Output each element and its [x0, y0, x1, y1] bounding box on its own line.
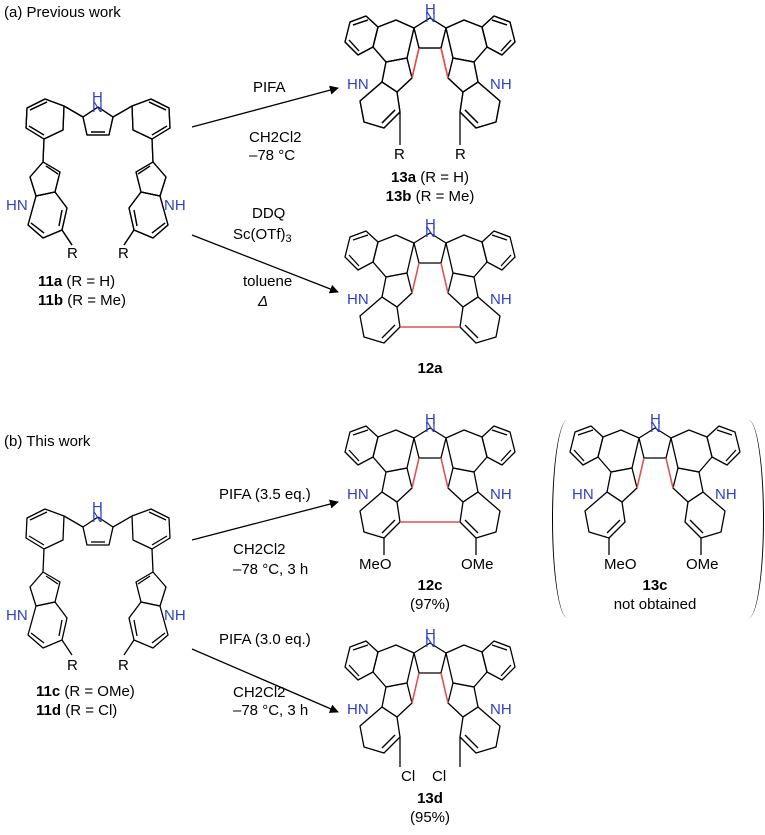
- p13d-cl-left: Cl: [401, 768, 416, 785]
- p12c-yield: (97%): [409, 596, 451, 613]
- p13c-pyrrole-h: H: [650, 411, 661, 428]
- reaction-arrow-2: [191, 234, 339, 294]
- p12a-label: 12a: [417, 360, 443, 377]
- r2-reagent2: Sc(OTf)3: [233, 226, 292, 245]
- r1-conditions: –78 °C: [249, 147, 296, 164]
- p12c-pyrrole-n: N: [425, 419, 436, 436]
- reaction-arrow-1: [191, 85, 339, 128]
- r3-reagent: PIFA (3.5 eq.): [219, 486, 311, 503]
- p13ab-pyrrole-h: H: [425, 1, 436, 18]
- p13c-ome: OMe: [686, 556, 719, 573]
- r2-solvent: toluene: [243, 273, 293, 290]
- sm-a-label-2: 11b (R = Me): [38, 292, 126, 309]
- p12c-left-hn: HN: [347, 486, 369, 503]
- p13d-left-hn: HN: [347, 701, 369, 718]
- sm-b-pyrrole-n: N: [92, 509, 103, 526]
- p12a-right-nh: NH: [490, 291, 512, 308]
- p12c-right-nh: NH: [490, 486, 512, 503]
- p12c-meo: MeO: [359, 556, 392, 573]
- sm-b-r-left: R: [67, 657, 78, 674]
- product-13ab: [344, 15, 516, 129]
- r1-solvent: CH2Cl2: [249, 129, 302, 146]
- r2-reagent1: DDQ: [252, 205, 286, 222]
- r4-reagent: PIFA (3.0 eq.): [219, 631, 311, 648]
- sm-b-pyrrole-h: H: [92, 499, 103, 516]
- left-parenthesis: [552, 420, 583, 618]
- sm-a-pyrrole-n: N: [92, 99, 103, 116]
- p13d-right-nh: NH: [490, 701, 512, 718]
- p13c-right-nh: NH: [715, 486, 737, 503]
- p12c-pyrrole-h: H: [425, 411, 436, 428]
- p13d-cl-right: Cl: [432, 768, 447, 785]
- sm-a-pyrrole-h: H: [92, 89, 103, 106]
- sm-b-left-hn: HN: [6, 607, 28, 624]
- product-13c: [569, 425, 741, 539]
- p13d-yield: (95%): [409, 809, 451, 826]
- r4-conditions: –78 °C, 3 h: [233, 702, 309, 719]
- p13c-meo: MeO: [604, 556, 637, 573]
- reaction-arrow-3: [191, 499, 339, 541]
- r2-heat: Δ: [258, 293, 269, 310]
- p13c-label: 13c: [642, 577, 668, 594]
- p13ab-label-2: 13b (R = Me): [385, 188, 475, 205]
- section-a-label: (a) Previous work: [4, 4, 121, 21]
- p13d-pyrrole-h: H: [425, 626, 436, 643]
- p12c-ome: OMe: [461, 556, 494, 573]
- sm-b-r-right: R: [118, 657, 129, 674]
- r1-reagent: PIFA: [253, 79, 286, 96]
- p12a-pyrrole-h: H: [425, 216, 436, 233]
- r4-solvent: CH2Cl2: [233, 684, 286, 701]
- sm-b-label-2: 11d (R = Cl): [36, 702, 118, 719]
- r3-solvent: CH2Cl2: [233, 541, 286, 558]
- product-13-structure: [344, 15, 516, 129]
- section-b-label: (b) This work: [4, 433, 91, 450]
- p13d-label: 13d: [417, 790, 443, 807]
- r3-conditions: –78 °C, 3 h: [233, 561, 309, 578]
- sm-b-label-1: 11c (R = OMe): [36, 683, 135, 700]
- p12a-pyrrole-n: N: [425, 224, 436, 241]
- p13c-pyrrole-n: N: [650, 419, 661, 436]
- sm-a-label-1: 11a (R = H): [38, 273, 116, 290]
- sm-a-r-right: R: [118, 245, 129, 262]
- reaction-arrow-4: [191, 648, 339, 713]
- p13ab-r-left: R: [394, 146, 405, 163]
- p12a-left-hn: HN: [347, 291, 369, 308]
- p13d-pyrrole-n: N: [425, 634, 436, 651]
- p13ab-label-1: 13a (R = H): [391, 169, 469, 186]
- product-13d: [344, 640, 516, 754]
- p13ab-left-hn: HN: [347, 76, 369, 93]
- sm-a-right-nh: NH: [164, 197, 186, 214]
- sm-b-right-nh: NH: [164, 607, 186, 624]
- p13ab-pyrrole-n: N: [425, 9, 436, 26]
- sm-a-r-left: R: [67, 245, 78, 262]
- sm-a-left-hn: HN: [6, 197, 28, 214]
- p13c-note: not obtained: [613, 596, 697, 613]
- starting-material-structure: [25, 98, 171, 246]
- p13ab-r-right: R: [455, 146, 466, 163]
- p13ab-right-nh: NH: [490, 76, 512, 93]
- right-parenthesis: [733, 420, 764, 618]
- p12c-label: 12c: [417, 577, 443, 594]
